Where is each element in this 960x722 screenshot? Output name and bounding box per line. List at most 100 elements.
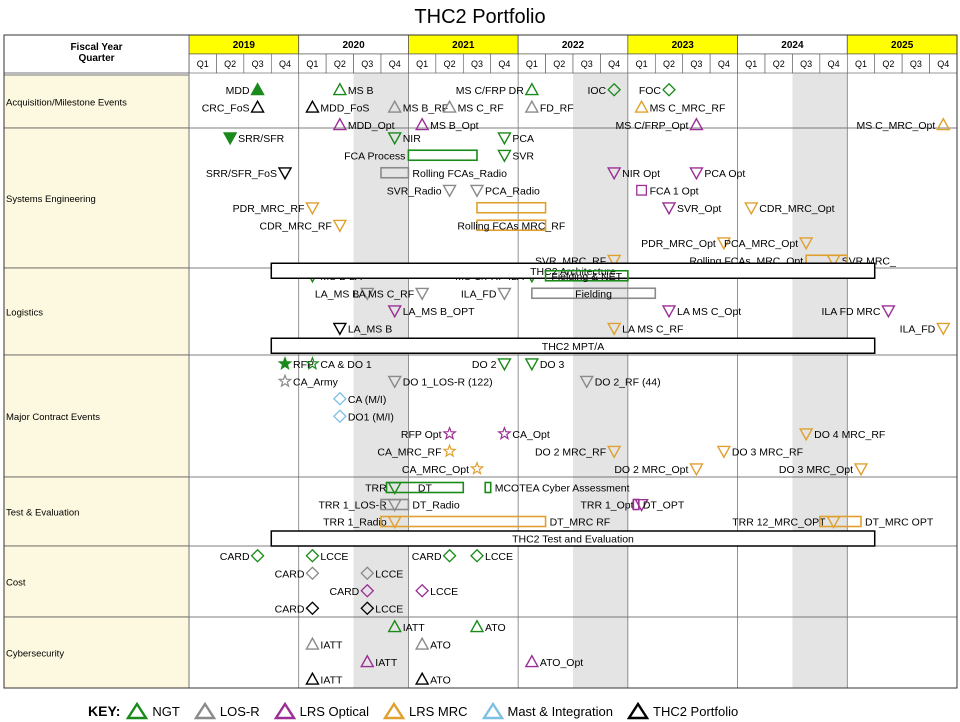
activity-bar-label: THC2 Test and Evaluation xyxy=(512,534,634,546)
milestone-do-2-rf-44-: DO 2_RF (44) xyxy=(579,375,661,389)
activity-bar-label: THC2 MPT/A xyxy=(542,341,604,353)
tri-down-marker-icon xyxy=(387,132,402,146)
milestone-label: PCA_Radio xyxy=(485,185,540,197)
activity-bar-label: Rolling FCAs MRC_RF xyxy=(457,220,565,232)
legend-triangle-icon xyxy=(481,702,504,720)
star-marker-icon xyxy=(277,356,293,370)
tri-up-marker-icon xyxy=(250,82,265,96)
section-label-cell xyxy=(3,74,190,129)
tri-down-marker-icon xyxy=(497,287,512,301)
milestone-svr-radio: SVR_Radio xyxy=(387,184,457,198)
tri-down-marker-icon xyxy=(798,237,814,251)
diamond-marker-icon xyxy=(305,566,320,581)
activity-bar xyxy=(476,201,547,214)
milestone-label: MS C_RF xyxy=(458,102,504,114)
milestone-label: CA_MRC_Opt xyxy=(402,464,469,476)
diamond-marker-icon xyxy=(250,548,265,563)
quarter-label: Q1 xyxy=(306,59,318,69)
tri-down-marker-icon xyxy=(497,149,512,163)
quarter-label: Q2 xyxy=(444,59,456,69)
milestone-label: SVR xyxy=(512,150,534,162)
milestone-label: IATT xyxy=(320,639,343,651)
milestone-label: CA_Opt xyxy=(512,429,549,441)
section-label-cell xyxy=(3,354,190,478)
tri-up-marker-icon xyxy=(305,99,320,113)
milestone-label: CARD xyxy=(275,568,305,580)
milestone-label: TRR xyxy=(365,483,387,495)
milestone-label: DO 4 MRC_RF xyxy=(814,429,885,441)
milestone-pdr-mrc-rf: PDR_MRC_RF xyxy=(233,202,320,216)
diamond-marker-icon xyxy=(360,566,375,581)
milestone-ato: ATO xyxy=(414,636,451,651)
activity-bar-shape xyxy=(380,166,410,179)
diamond-marker-icon xyxy=(305,601,320,616)
legend-label: LOS-R xyxy=(219,703,260,719)
milestone-mdd-fos: MDD_FoS xyxy=(305,99,369,114)
milestone-srr-sfr: SRR/SFR xyxy=(222,132,285,146)
milestone-la-ms-b-opt: LA_MS B_OPT xyxy=(387,305,475,319)
tri-down-marker-icon xyxy=(606,445,622,459)
section-label: Acquisition/Milestone Events xyxy=(6,98,127,109)
milestone-pdr-mrc-opt: PDR_MRC_Opt xyxy=(641,237,732,251)
quarter-label: Q2 xyxy=(663,59,675,69)
tri-down-marker-icon xyxy=(744,202,759,216)
milestone-label: ILA FD MRC xyxy=(821,306,880,318)
milestone-label: LA_MS B xyxy=(348,323,392,335)
milestone-label: LCCE xyxy=(320,551,348,563)
activity-bar-label: DT_OPT xyxy=(643,500,685,512)
shaded-band xyxy=(353,73,409,688)
shaded-band xyxy=(792,73,848,688)
tri-down-marker-icon xyxy=(606,167,622,181)
diamond-marker-icon xyxy=(332,391,347,406)
fiscal-label: Quarter xyxy=(78,53,114,64)
quarter-label: Q4 xyxy=(608,59,620,69)
diamond-marker-icon xyxy=(360,601,375,616)
tri-down-marker-icon xyxy=(277,167,293,181)
milestone-label: ATO xyxy=(485,622,506,634)
page-title: THC2 Portfolio xyxy=(414,6,546,28)
milestone-fd-rf: FD_RF xyxy=(524,99,574,114)
milestone-card: CARD xyxy=(330,583,375,598)
milestone-label: LA_MS B_OPT xyxy=(403,306,475,318)
legend-triangle-icon xyxy=(126,702,149,720)
section-label-cell xyxy=(3,616,190,689)
milestone-ms-c-frp-opt: MS C/FRP_Opt xyxy=(615,117,704,132)
milestone-card: CARD xyxy=(220,548,265,563)
activity-bar: FCA Process xyxy=(344,149,478,162)
milestone-iatt: IATT xyxy=(305,671,343,686)
milestone-label: LCCE xyxy=(430,586,458,598)
tri-down-marker-icon xyxy=(881,305,896,319)
quarter-label: Q2 xyxy=(224,59,236,69)
milestone-pca-opt: PCA Opt xyxy=(689,167,745,181)
milestone-label: CA_MRC_RF xyxy=(377,446,441,458)
milestone-label: IATT xyxy=(320,674,343,686)
milestone-mdd-opt: MDD_Opt xyxy=(332,117,395,132)
activity-bar-label: Fielding & NET xyxy=(551,271,622,283)
tri-up-marker-icon xyxy=(387,619,402,633)
milestone-label: MDD_FoS xyxy=(320,102,369,114)
milestone-cdr-mrc-opt: CDR_MRC_Opt xyxy=(744,202,835,216)
milestone-card: CARD xyxy=(275,566,320,581)
legend-label: LRS MRC xyxy=(408,703,468,719)
milestone-label: LA MS C_RF xyxy=(622,323,683,335)
section-label: Systems Engineering xyxy=(6,194,96,205)
activity-bar-label: Fielding xyxy=(575,288,612,300)
milestone-lcce: LCCE xyxy=(470,548,513,563)
milestone-label: PCA Opt xyxy=(704,168,745,180)
milestone-ms-b-rf: MS B_RF xyxy=(387,99,448,114)
milestone-la-ms-c-rf: LA MS C_RF xyxy=(353,287,430,301)
tri-up-marker-icon xyxy=(936,117,951,131)
milestone-label: ATO xyxy=(430,639,451,651)
milestone-la-ms-c-rf: LA MS C_RF xyxy=(606,322,683,336)
star-marker-icon xyxy=(277,373,293,388)
milestone-label: MS B_Opt xyxy=(430,120,479,132)
milestone-ms-c-mrc-opt: MS C_MRC_Opt xyxy=(857,117,951,132)
tri-down-marker-icon xyxy=(332,322,348,336)
tri-up-marker-icon xyxy=(469,619,485,633)
milestone-label: CARD xyxy=(330,586,360,598)
tri-down-marker-icon xyxy=(387,305,402,319)
milestone-label: FD_RF xyxy=(540,102,574,114)
tri-down-marker-icon xyxy=(661,202,677,216)
